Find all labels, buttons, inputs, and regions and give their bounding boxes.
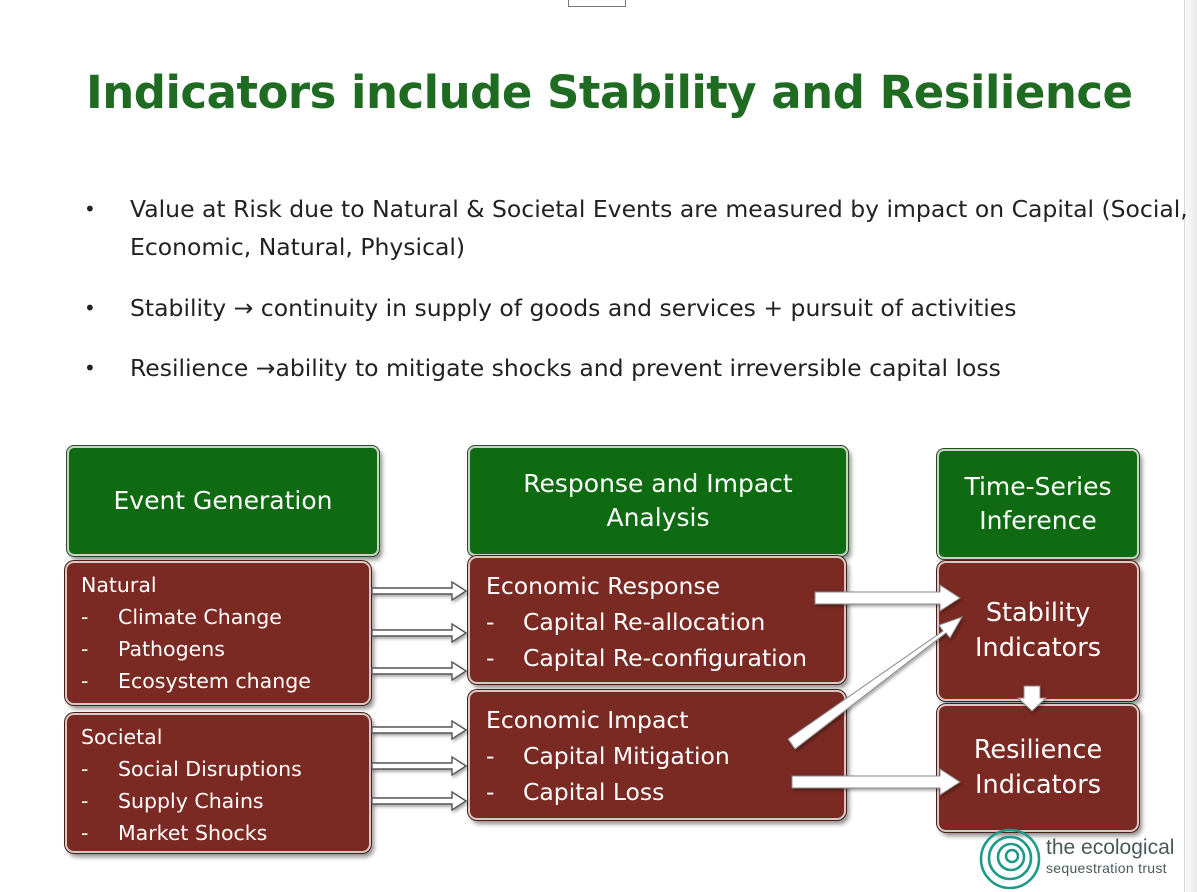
- bullet-text: Stability → continuity in supply of good…: [130, 294, 1017, 322]
- box-head: Natural: [81, 573, 157, 597]
- bullet-icon: •: [84, 296, 96, 320]
- list-item: -Capital Re-configuration: [486, 644, 807, 672]
- hollow-arrow-natural-2: [371, 622, 468, 644]
- box-label-line2: Indicators: [975, 770, 1101, 800]
- header-label: Event Generation: [113, 486, 333, 515]
- logo-line2: sequestration trust: [1046, 860, 1167, 876]
- list-item: -Social Disruptions: [81, 757, 302, 781]
- bullet-text: Value at Risk due to Natural & Societal …: [130, 195, 1188, 261]
- bullet-text: Resilience →ability to mitigate shocks a…: [130, 354, 1001, 382]
- list-item: -Capital Loss: [486, 778, 665, 806]
- box-stability-indicators: Stability Indicators: [937, 561, 1139, 701]
- slide-title: Indicators include Stability and Resilie…: [86, 66, 1133, 119]
- list-item: -Ecosystem change: [81, 669, 311, 693]
- box-natural: Natural -Climate Change -Pathogens -Ecos…: [65, 561, 371, 705]
- list-item: -Supply Chains: [81, 789, 264, 813]
- box-label-line1: Resilience: [973, 735, 1103, 765]
- hollow-arrow-natural-3: [371, 660, 468, 682]
- box-economic-response: Economic Response -Capital Re-allocation…: [468, 556, 846, 684]
- box-head: Economic Impact: [486, 706, 689, 734]
- logo-text: the ecological sequestration trust: [1046, 836, 1196, 876]
- scrollbar[interactable]: [1184, 0, 1197, 892]
- bullet-item-stability: • Stability → continuity in supply of go…: [84, 289, 1016, 327]
- header-event-generation: Event Generation: [67, 446, 379, 556]
- list-item: -Market Shocks: [81, 821, 268, 845]
- box-societal: Societal -Social Disruptions -Supply Cha…: [65, 713, 371, 853]
- header-label-line2: Inference: [979, 506, 1097, 535]
- box-resilience-indicators: Resilience Indicators: [937, 704, 1139, 832]
- list-item: -Pathogens: [81, 637, 225, 661]
- hollow-arrow-societal-3: [371, 790, 468, 812]
- list-item: -Capital Mitigation: [486, 742, 730, 770]
- list-item: -Capital Re-allocation: [486, 608, 766, 636]
- box-label-line2: Indicators: [975, 633, 1101, 663]
- header-time-series: Time-Series Inference: [937, 449, 1139, 559]
- header-label-line2: Analysis: [606, 503, 710, 532]
- hollow-arrow-societal-2: [371, 755, 468, 777]
- bullet-item-resilience: • Resilience →ability to mitigate shocks…: [84, 349, 1001, 387]
- hollow-arrow-natural-1: [371, 580, 468, 602]
- header-label-line1: Time-Series: [964, 472, 1112, 501]
- window-tab-handle: [568, 0, 626, 7]
- box-head: Economic Response: [486, 572, 721, 600]
- list-item: -Climate Change: [81, 605, 282, 629]
- box-label-line1: Stability: [985, 598, 1091, 628]
- hollow-arrow-societal-1: [371, 719, 468, 741]
- header-label-line1: Response and Impact: [523, 469, 793, 498]
- header-response-impact: Response and Impact Analysis: [468, 446, 848, 556]
- bullet-icon: •: [84, 197, 96, 221]
- bullet-icon: •: [84, 356, 96, 380]
- bullet-item-value-at-risk: • Value at Risk due to Natural & Societa…: [84, 190, 1190, 266]
- spiral-logo-icon: [979, 828, 1041, 890]
- box-economic-impact: Economic Impact -Capital Mitigation -Cap…: [468, 690, 846, 820]
- box-head: Societal: [81, 725, 163, 749]
- logo-line1: the ecological: [1046, 836, 1175, 859]
